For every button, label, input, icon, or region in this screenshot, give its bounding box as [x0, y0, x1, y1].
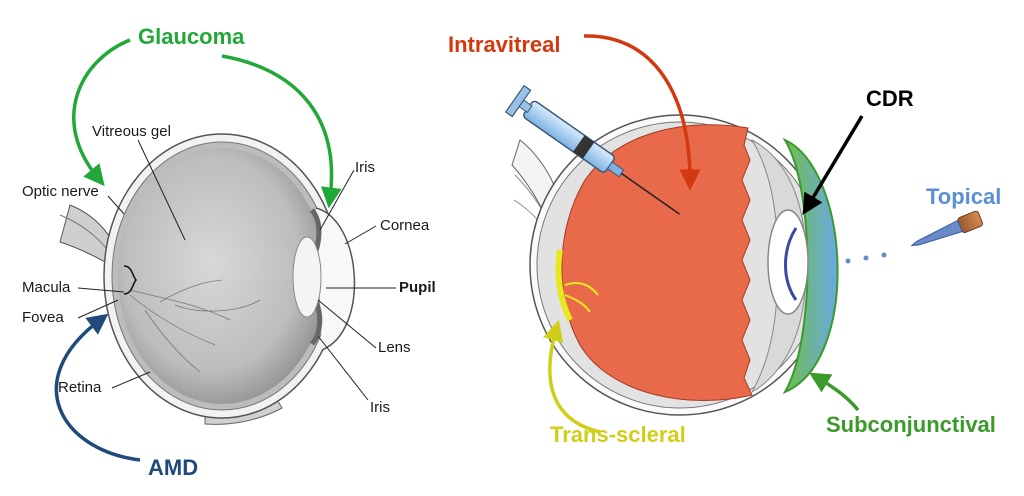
route-intravitreal: Intravitreal — [448, 32, 561, 57]
syringe-icon — [504, 84, 680, 215]
label-lens: Lens — [378, 339, 411, 356]
cdr-arrow — [802, 115, 864, 216]
lens-shape — [292, 236, 322, 318]
drop-3 — [845, 258, 851, 264]
condition-glaucoma: Glaucoma — [138, 24, 245, 49]
amd-arrow — [54, 313, 141, 462]
route-trans-scleral: Trans-scleral — [550, 422, 686, 447]
right-cornea — [782, 137, 839, 395]
label-iris-top: Iris — [355, 159, 375, 176]
label-pupil: Pupil — [399, 279, 436, 296]
vitreous-red — [561, 124, 753, 402]
intravitreal-arrow — [583, 34, 701, 191]
cornea-shape — [315, 207, 356, 351]
label-macula: Macula — [22, 279, 71, 296]
retinal-vessels — [129, 279, 261, 373]
condition-amd: AMD — [148, 455, 198, 480]
eye-dropper-icon — [910, 210, 983, 247]
subconjunctival-arrow — [808, 372, 860, 412]
label-cornea: Cornea — [380, 217, 430, 234]
label-vitreous-gel: Vitreous gel — [92, 123, 171, 140]
glaucoma-arrow-right — [221, 54, 342, 209]
vitreous-body — [118, 148, 326, 404]
trans-scleral-arrow — [543, 319, 601, 434]
label-optic-nerve: Optic nerve — [22, 183, 99, 200]
trans-scleral-zone — [555, 249, 573, 322]
left-eye-anatomy: Vitreous gel Optic nerve Macula Fovea Re… — [22, 24, 436, 480]
label-iris-bottom: Iris — [370, 399, 390, 416]
macula-bracket — [123, 265, 137, 295]
route-subconjunctival: Subconjunctival — [826, 412, 996, 437]
label-retina: Retina — [58, 379, 102, 396]
route-cdr: CDR — [866, 86, 914, 111]
glaucoma-arrow-left — [72, 38, 131, 187]
label-fovea: Fovea — [22, 309, 64, 326]
right-lens-inner — [784, 227, 798, 301]
route-topical: Topical — [926, 184, 1001, 209]
right-lens — [767, 209, 809, 315]
right-eye-delivery: Intravitreal CDR Topical Trans-scleral S… — [448, 32, 1001, 447]
drop-2 — [863, 255, 869, 261]
drop-1 — [881, 252, 887, 258]
